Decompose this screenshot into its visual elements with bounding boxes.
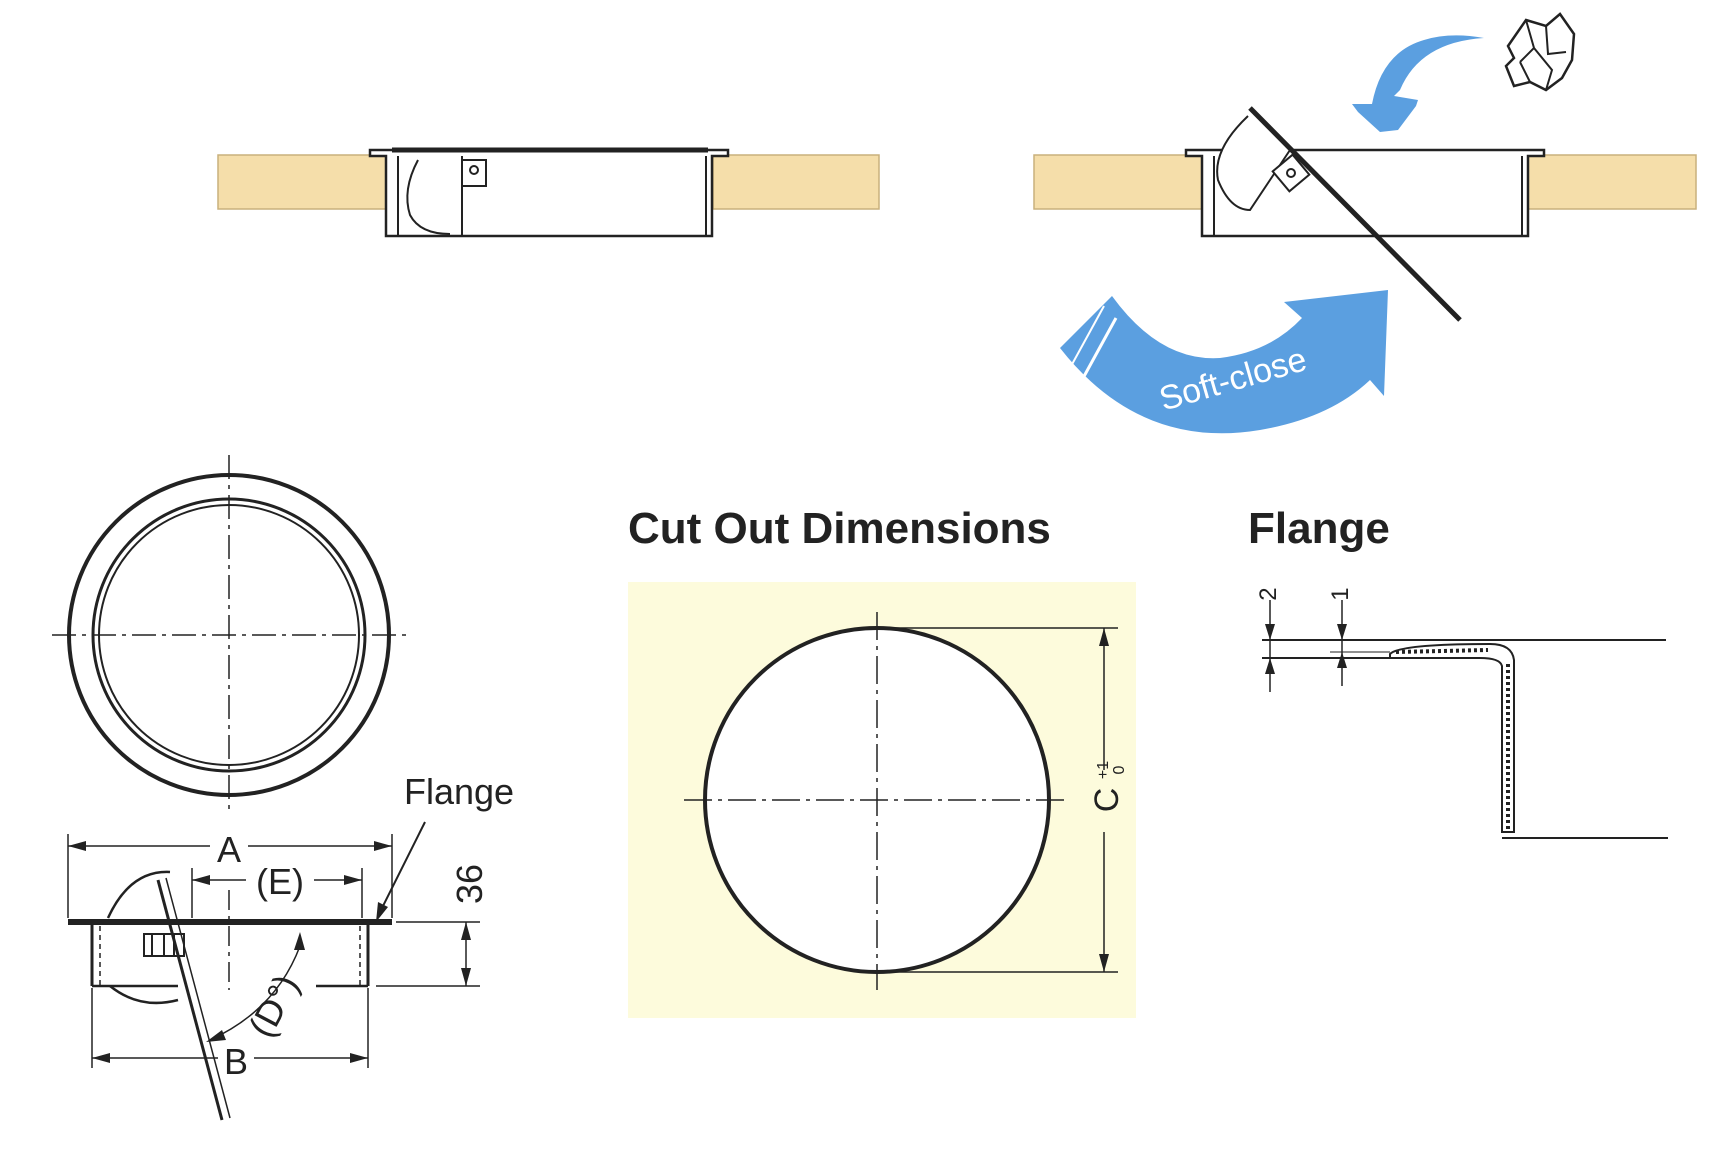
- dimension-e-label: (E): [256, 861, 304, 902]
- dimension-b-label: B: [224, 1041, 248, 1082]
- cut-out-dimensions-heading: Cut Out Dimensions: [628, 504, 1051, 553]
- soft-close-arrow-icon: Soft-close: [1060, 290, 1388, 434]
- flange-heading: Flange: [1248, 504, 1390, 553]
- cutout-drawing: [628, 582, 1136, 1018]
- grommet-body: [368, 148, 730, 238]
- top-view: [52, 455, 408, 815]
- curved-down-arrow-icon: [1352, 35, 1484, 132]
- panel-right: [1527, 154, 1697, 210]
- dimension-c-tolerance-lower: 0: [1111, 765, 1128, 774]
- open-state-section: [1033, 106, 1697, 322]
- flange-thickness-outer-label: 2: [1255, 587, 1282, 600]
- dimension-c-label: C: [1088, 788, 1126, 813]
- lid-flap: [1248, 106, 1462, 322]
- crumpled-paper-icon: [1504, 12, 1576, 92]
- dimension-a-label: A: [217, 829, 241, 870]
- flange-thickness-inner-label: 1: [1327, 587, 1354, 600]
- dimension-d-label: (D°): [240, 968, 306, 1044]
- panel-left: [1033, 154, 1205, 210]
- dimension-height-label: 36: [449, 864, 490, 904]
- panel-left: [217, 154, 389, 210]
- closed-state-section: [217, 147, 880, 238]
- flange-callout-label: Flange: [404, 771, 514, 812]
- side-view: [67, 821, 480, 1121]
- flange-detail: [1262, 600, 1668, 839]
- dimension-c-tolerance-upper: +1: [1095, 761, 1112, 779]
- panel-right: [712, 154, 880, 210]
